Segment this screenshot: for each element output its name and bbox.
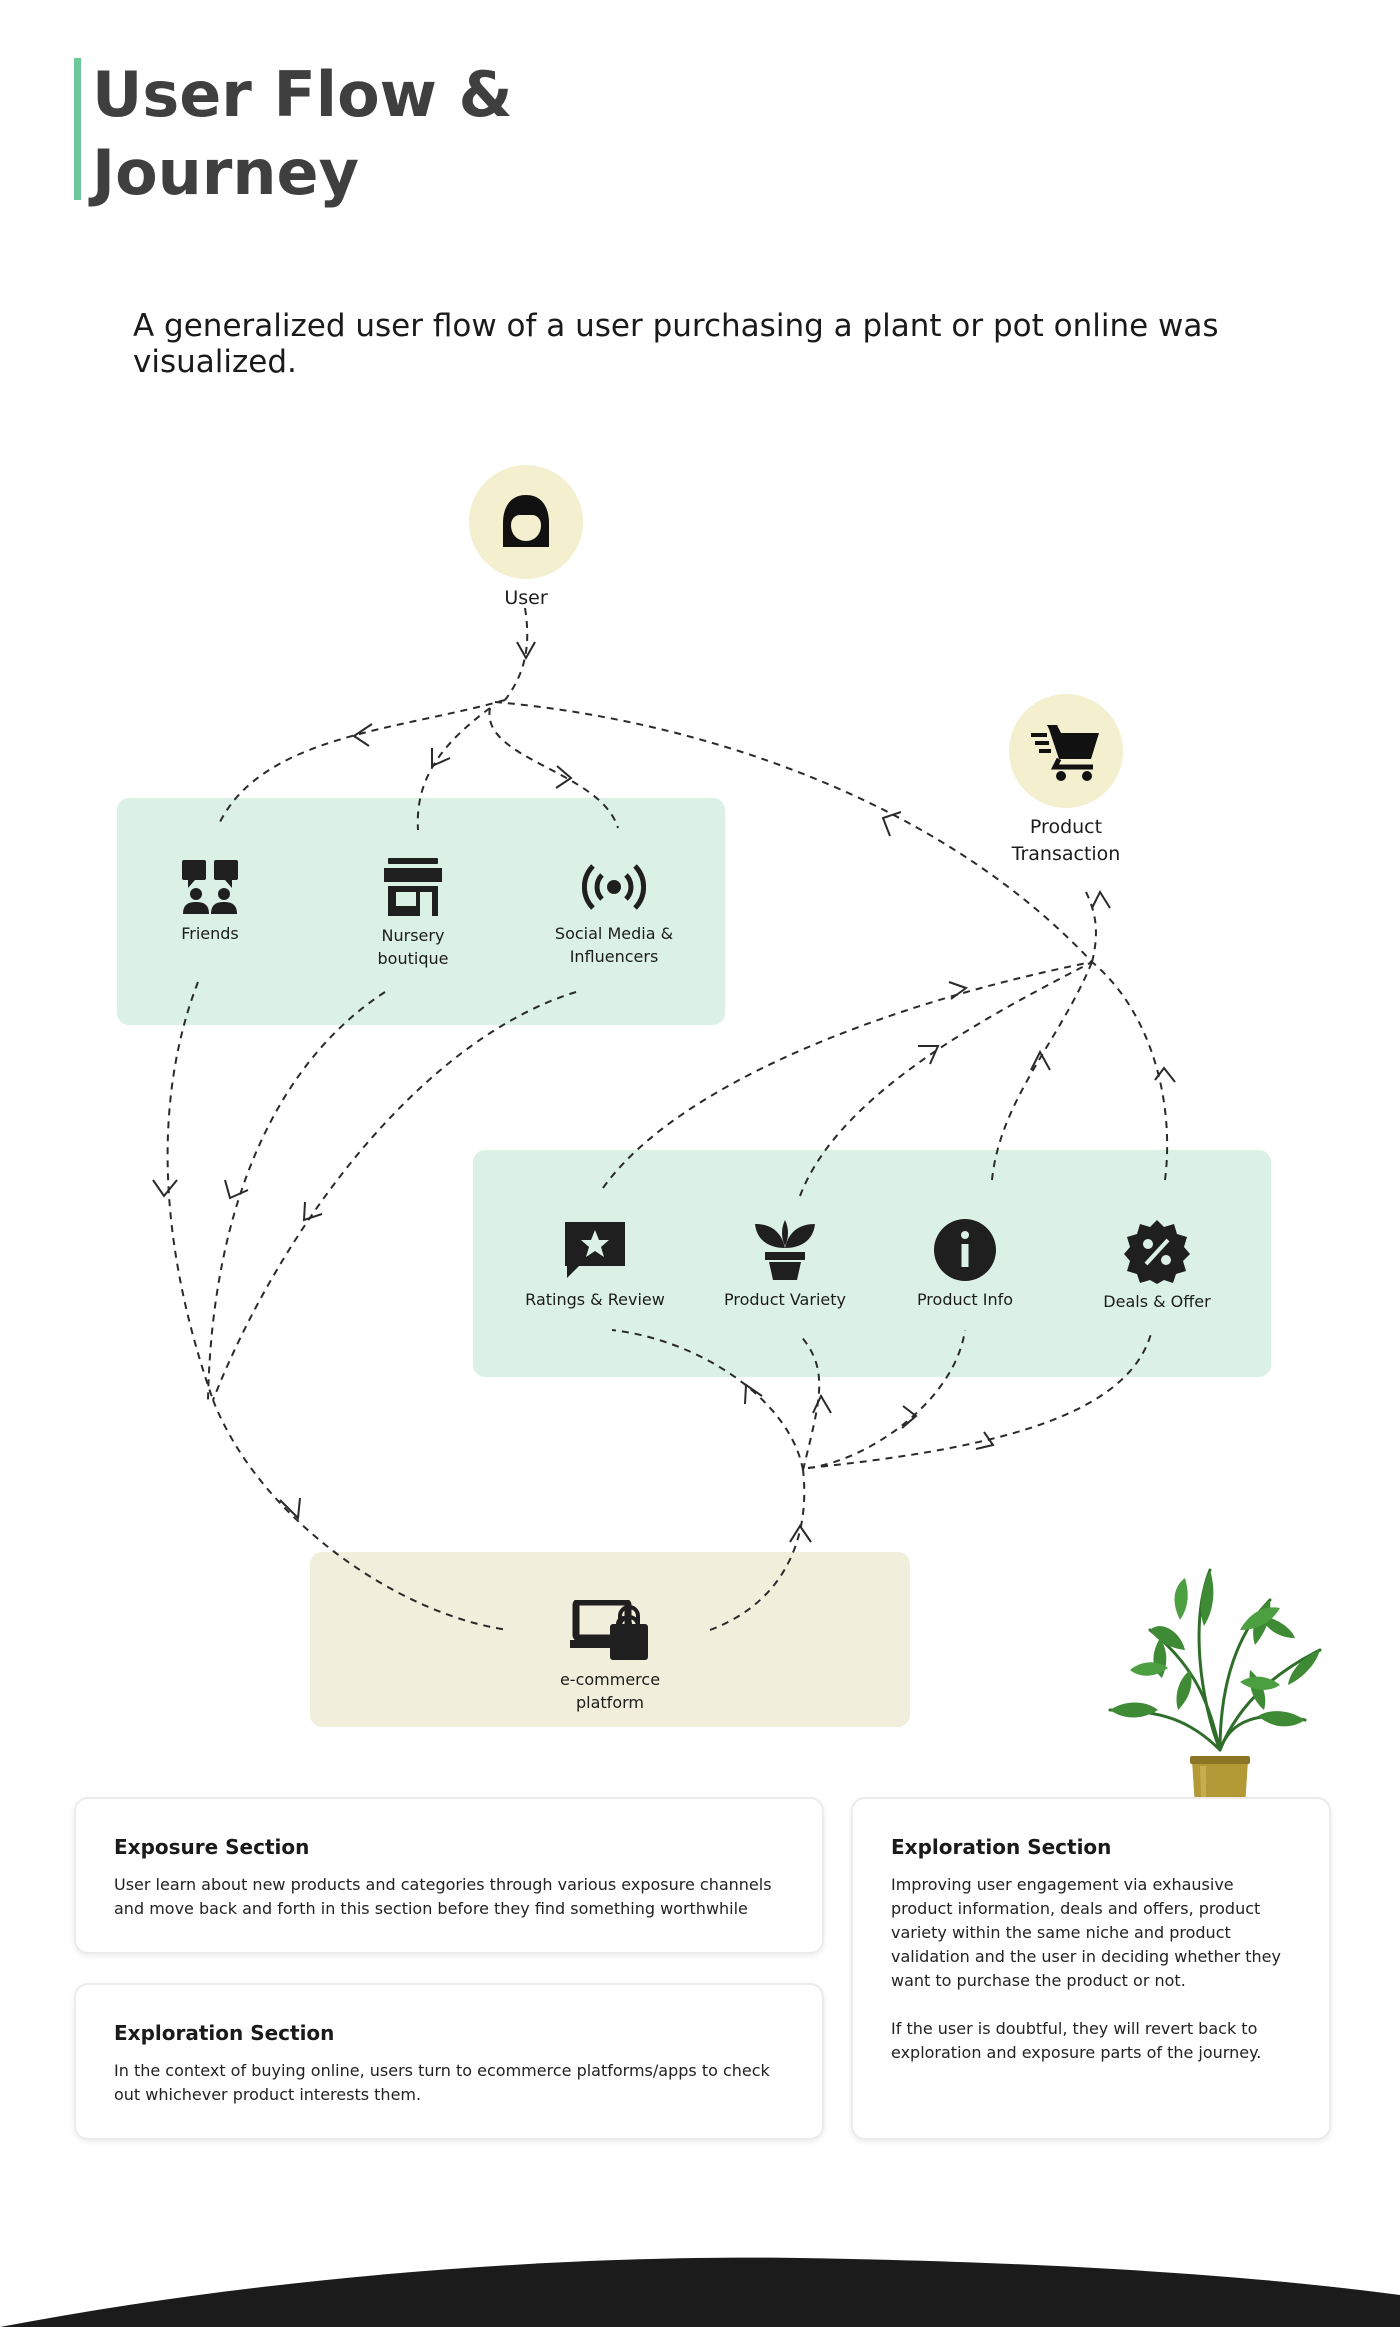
connector-hub-transaction [494,701,1093,963]
discount-badge-icon [1124,1220,1190,1284]
connector-info-transaction [991,961,1093,1181]
friends-label-line-1: Friends [181,924,239,943]
deals-label: Deals & Offer [1103,1292,1211,1311]
arrowhead-user-down [516,641,536,661]
arrowhead-transaction-up [1091,889,1111,909]
exploration-engagement-card: Exploration Section Improving user engag… [851,1797,1331,2140]
title-accent-bar [74,58,81,200]
arrowhead-to-social [555,765,573,789]
connector-hub-ratings [611,1329,804,1471]
user-node: User [450,465,602,612]
exploration-engagement-card-title: Exploration Section [891,1835,1112,1859]
exploration-ecommerce-card-title: Exploration Section [114,2021,335,2045]
devices-shopping-icon [570,1600,648,1660]
exposure-node-social-media: Social Media & Influencers [538,858,690,968]
exploration-node-deals: Deals & Offer [1072,1218,1242,1313]
arrowhead-merge-ecommerce [279,1497,301,1521]
arrowhead-nursery-down [224,1179,249,1200]
nursery-label-line-1: Nursery [381,926,445,945]
connector-hub-friends [217,699,506,827]
arrowhead-to-deals [975,1431,995,1450]
arrowhead-social-down [302,1201,323,1222]
arrowhead-to-info [901,1405,918,1429]
connector-transaction-up [1084,889,1097,963]
shopping-cart-icon [1031,725,1099,781]
potted-palm-image [1108,1568,1322,1822]
connector-variety-transaction [799,961,1093,1197]
page-title-line-2: Journey [92,136,359,209]
exploration-node-variety: Product Variety [700,1218,870,1311]
ecommerce-node: e-commerce platform [540,1600,680,1714]
friends-icon [182,860,238,914]
footer-wave [0,2257,1400,2327]
ecommerce-label-line-1: e-commerce [559,1670,661,1689]
arrowhead-info-transaction [1030,1049,1051,1071]
exploration-engagement-card-body: Improving user engagement via exhausive … [891,1875,1281,2062]
exposure-card-body: User learn about new products and catego… [114,1875,772,1918]
connector-hub-info [807,1329,966,1469]
info-label: Product Info [916,1290,1014,1309]
connector-ratings-transaction [602,961,1093,1189]
social-label-line-2: Influencers [569,947,659,966]
exploration-node-info: Product Info [880,1218,1050,1311]
arrowhead-hub-transaction [881,811,902,837]
user-label: User [504,587,548,609]
page-title: User Flow & Journey [92,56,513,212]
user-avatar-circle [469,465,583,579]
exposure-node-friends: Friends [150,858,270,945]
arrowhead-friends-down [152,1179,178,1198]
connector-hub-nursery [416,707,491,831]
connector-deals-transaction [1091,961,1169,1181]
ratings-label: Ratings & Review [525,1290,665,1309]
product-transaction-node: Product Transaction [990,694,1142,868]
connector-ecommerce-hub [709,1469,806,1631]
store-icon [384,858,442,916]
intro-text: A generalized user flow of a user purcha… [133,308,1219,380]
ecommerce-label-line-2: platform [576,1693,644,1712]
social-label-line-1: Social Media & [554,924,674,943]
connector-social-down [212,991,577,1401]
rating-star-icon [565,1222,625,1278]
connector-hub-social [488,707,619,829]
user-icon [503,495,549,547]
plant-pot-icon [755,1220,815,1280]
exposure-node-nursery: Nursery boutique [353,858,473,970]
arrowhead-ecommerce-up [789,1524,812,1543]
transaction-circle [1009,694,1123,808]
exposure-section-card: Exposure Section User learn about new pr… [74,1797,824,1954]
broadcast-icon [582,864,646,910]
arrowhead-deals-transaction [1154,1066,1176,1083]
exploration-ecommerce-card: Exploration Section In the context of bu… [74,1983,824,2140]
arrowhead-to-ratings [744,1383,763,1405]
arrowhead-ratings-transaction [948,981,969,1000]
connector-friends-down [166,981,214,1401]
variety-label: Product Variety [724,1290,846,1309]
transaction-label-line-2: Transaction [1011,843,1121,865]
arrowhead-to-friends [352,723,373,747]
exploration-ecommerce-card-body: In the context of buying online, users t… [114,2061,770,2104]
exposure-card-title: Exposure Section [114,1835,310,1859]
arrowhead-variety-transaction [918,1045,940,1065]
page-title-line-1: User Flow & [92,58,513,131]
connector-merge-ecommerce [212,1399,509,1631]
nursery-label-line-2: boutique [377,949,449,968]
transaction-label-line-1: Product [1029,816,1103,838]
info-icon [934,1219,996,1281]
arrowhead-to-nursery [431,748,451,768]
exploration-node-ratings: Ratings & Review [510,1218,680,1311]
connector-hub-deals [807,1329,1153,1469]
arrowhead-to-variety [812,1393,832,1414]
connector-hub-variety [799,1334,821,1471]
